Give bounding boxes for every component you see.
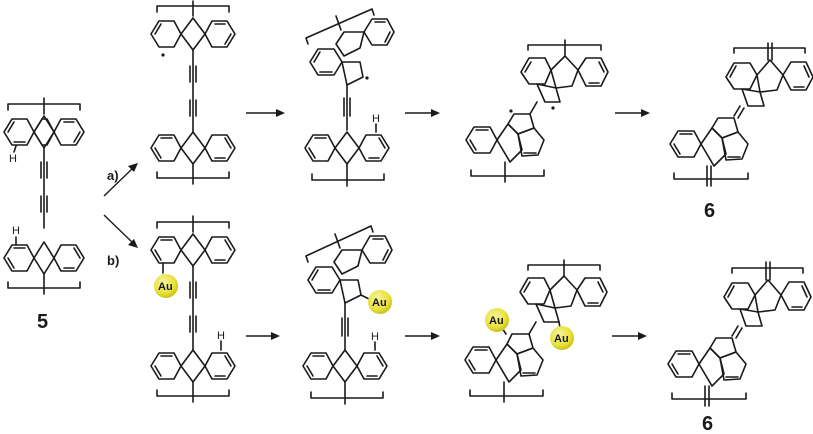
anthracene-ring — [3, 241, 85, 275]
compound-5: H H 5 — [3, 97, 85, 333]
intermediate-b3: Au Au — [464, 259, 608, 403]
hydrogen-label: H — [371, 331, 379, 343]
intermediate-a2: H — [304, 8, 395, 187]
gold-atom-icon — [368, 290, 392, 314]
gold-atom-icon — [550, 326, 574, 350]
arrow-pathway-a — [103, 163, 138, 197]
gold-label: Au — [372, 297, 387, 309]
radical-dot — [509, 109, 513, 113]
hydrogen-label: H — [12, 225, 20, 237]
hydrogen-label: H — [9, 153, 17, 165]
arrow-b3 — [612, 332, 647, 340]
intermediate-b2: Au H — [302, 225, 393, 405]
radical-dot — [365, 76, 369, 80]
gold-label: Au — [554, 333, 569, 345]
compound-label-6: 6 — [702, 413, 713, 434]
intermediate-b1: Au H — [150, 215, 236, 403]
pathway-b-label: b) — [107, 253, 119, 268]
product-6-top: 6 — [669, 42, 813, 222]
hydrogen-label: H — [372, 113, 380, 125]
intermediate-a1 — [150, 0, 236, 185]
radical-dot — [161, 53, 165, 57]
intermediate-a3 — [465, 39, 609, 183]
gold-label: Au — [489, 315, 504, 327]
compound-label-5: 5 — [37, 311, 48, 333]
hydrogen-label: H — [217, 330, 225, 342]
arrow-pathway-b — [103, 214, 138, 248]
compound-label-6: 6 — [704, 200, 715, 222]
arrow-a1 — [246, 109, 285, 117]
arrow-a3 — [615, 109, 650, 117]
gold-atom-icon — [154, 274, 178, 298]
arrow-a2 — [405, 109, 440, 117]
gold-label: Au — [158, 281, 173, 293]
pathway-a-label: a) — [107, 168, 119, 183]
arrow-b1 — [246, 332, 280, 340]
radical-dot — [551, 106, 555, 110]
anthracene-ring — [3, 115, 85, 149]
gold-atom-icon — [485, 308, 509, 332]
arrow-b2 — [405, 332, 440, 340]
product-6-bottom: 6 — [667, 261, 812, 434]
